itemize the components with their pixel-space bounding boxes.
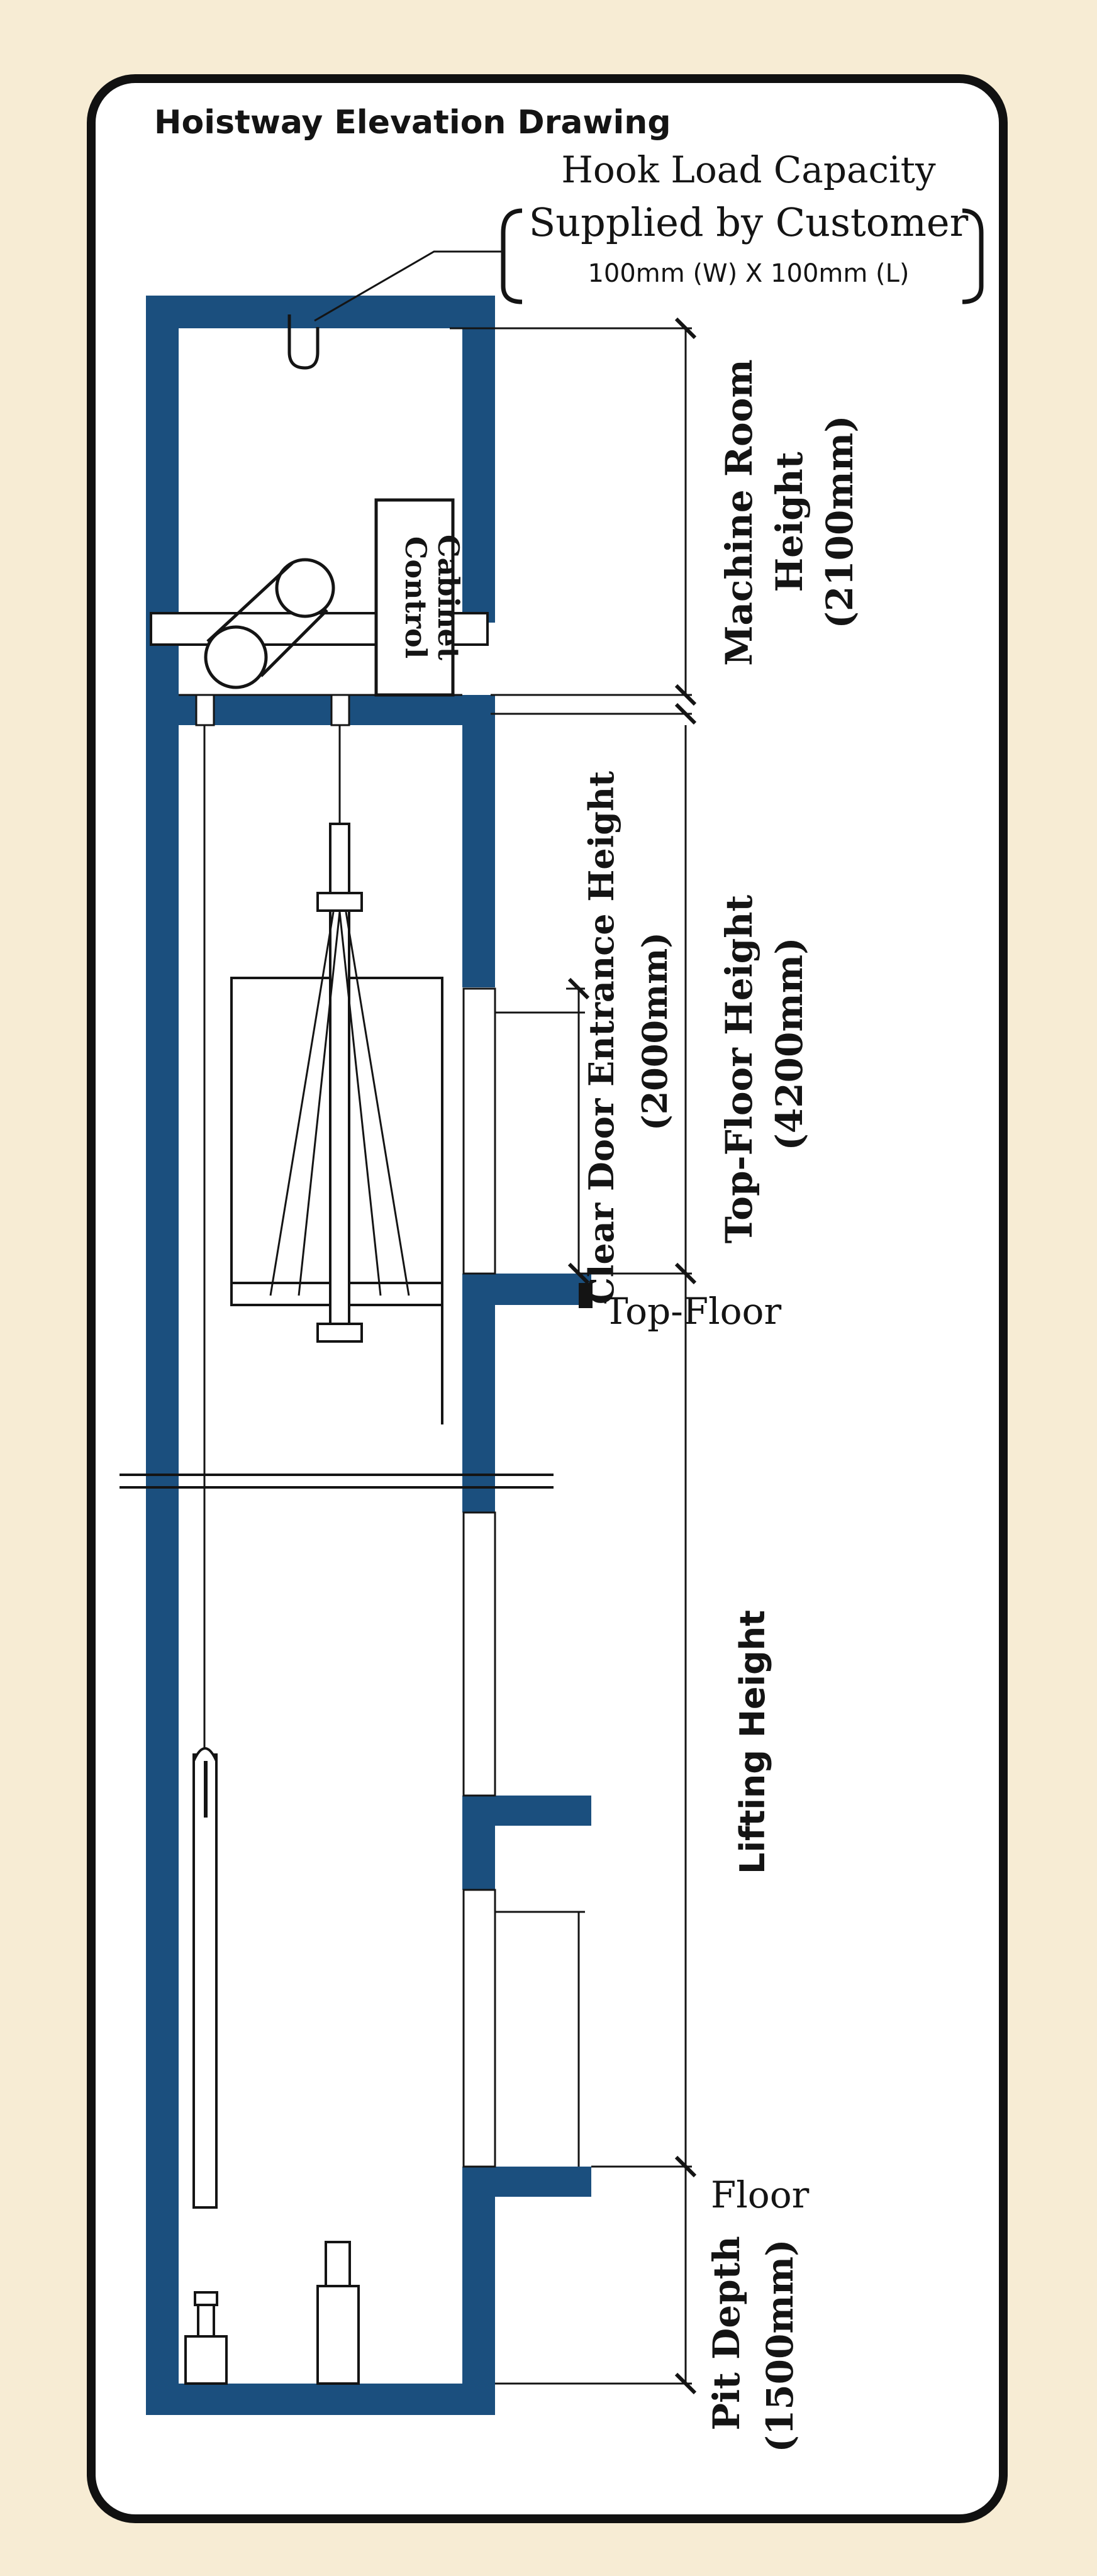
- clear-door-label: Clear Door Entrance Height: [581, 771, 621, 1304]
- machine-room-value: (2100mm): [818, 415, 861, 628]
- support-post: [195, 694, 215, 726]
- traction-machine-icon: [204, 558, 335, 689]
- floor-label: Floor: [711, 2174, 810, 2216]
- dimension-lines: [450, 327, 692, 2385]
- pit-depth-label: Pit Depth: [705, 2236, 748, 2430]
- top-floor-label: Top-Floor: [604, 1290, 781, 1333]
- pit-buffer-icon: [184, 2241, 360, 2385]
- bracket-left: [501, 208, 523, 304]
- control-cabinet: [374, 498, 455, 697]
- dimension-ticks: [567, 317, 697, 2395]
- supplied-by-label: Supplied by Customer: [529, 199, 969, 245]
- hook-size-label: 100mm (W) X 100mm (L): [587, 259, 909, 288]
- bracket-right: [962, 208, 984, 304]
- lifting-height-label: Lifting Height: [733, 1610, 772, 1874]
- control-cabinet-label: Cabinet: [432, 535, 465, 661]
- support-post: [330, 694, 350, 726]
- hoistway-walls: [146, 296, 591, 2415]
- clear-door-value: (2000mm): [635, 932, 675, 1131]
- top-floor-height-value: (4200mm): [768, 937, 811, 1150]
- drawing-title: Hoistway Elevation Drawing: [154, 104, 671, 142]
- hook-leader-line: [314, 250, 503, 322]
- hook-icon: [287, 314, 320, 370]
- counterweight: [192, 1747, 218, 2209]
- hook-load-label: Hook Load Capacity: [561, 148, 936, 191]
- top-floor-sill: [579, 1283, 593, 1308]
- machine-room-label: Height: [768, 452, 811, 592]
- top-floor-door: [462, 987, 496, 1275]
- top-floor-height-label: Top-Floor Height: [718, 895, 760, 1244]
- middle-floor-door: [462, 1511, 496, 1797]
- elevator-car: [230, 823, 443, 1424]
- pit-depth-value: (1500mm): [759, 2239, 801, 2452]
- control-cabinet-label: Control: [399, 536, 433, 658]
- machine-room-label: Machine Room: [718, 359, 760, 666]
- floor-door: [462, 1889, 496, 2168]
